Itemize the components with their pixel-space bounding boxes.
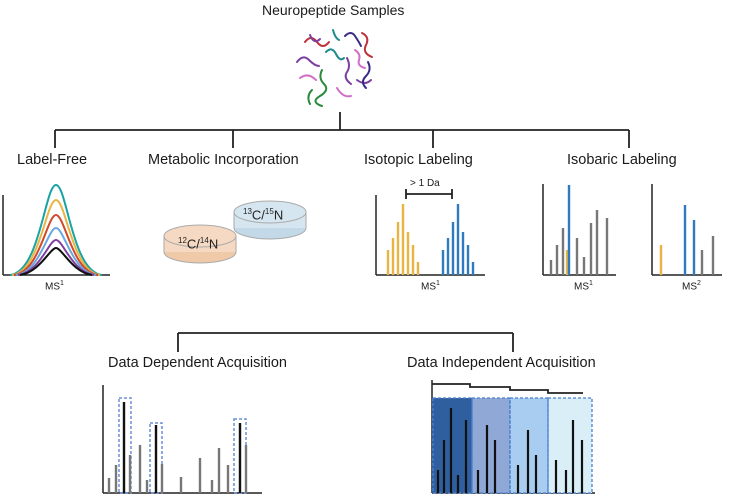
isotopic-ms1-plot <box>375 189 485 276</box>
isotopic-ms1-label: MS1 <box>421 280 440 293</box>
dish-light <box>163 224 237 264</box>
acquisition-tree <box>177 332 514 352</box>
label-free-heading: Label-Free <box>17 152 88 168</box>
isobaric-ms2-plot <box>651 184 722 276</box>
top-tree <box>54 112 630 148</box>
mass-shift-label: > 1 Da <box>410 178 440 189</box>
isobaric-ms2-label: MS2 <box>682 280 701 293</box>
metabolic-heading: Metabolic Incorporation <box>148 152 299 168</box>
diagram-title: Neuropeptide Samples <box>262 2 405 18</box>
dda-plot <box>102 385 262 494</box>
isotopic-heading: Isotopic Labeling <box>364 152 473 168</box>
isobaric-heading: Isobaric Labeling <box>567 152 677 168</box>
peptide-squiggles <box>296 29 373 107</box>
dish-light-label: 12C/14N <box>178 236 219 252</box>
isobaric-ms1-label: MS1 <box>574 280 593 293</box>
dish-heavy-label: 13C/15N <box>243 207 284 223</box>
dia-plot <box>431 380 595 494</box>
dda-heading: Data Dependent Acquisition <box>108 355 287 371</box>
dish-heavy <box>233 200 307 240</box>
dia-heading: Data Independent Acquisition <box>407 355 596 371</box>
label-free-ms1-plot <box>2 183 110 276</box>
label-free-ms1-label: MS1 <box>45 280 64 293</box>
isobaric-ms1-plot <box>542 184 616 276</box>
